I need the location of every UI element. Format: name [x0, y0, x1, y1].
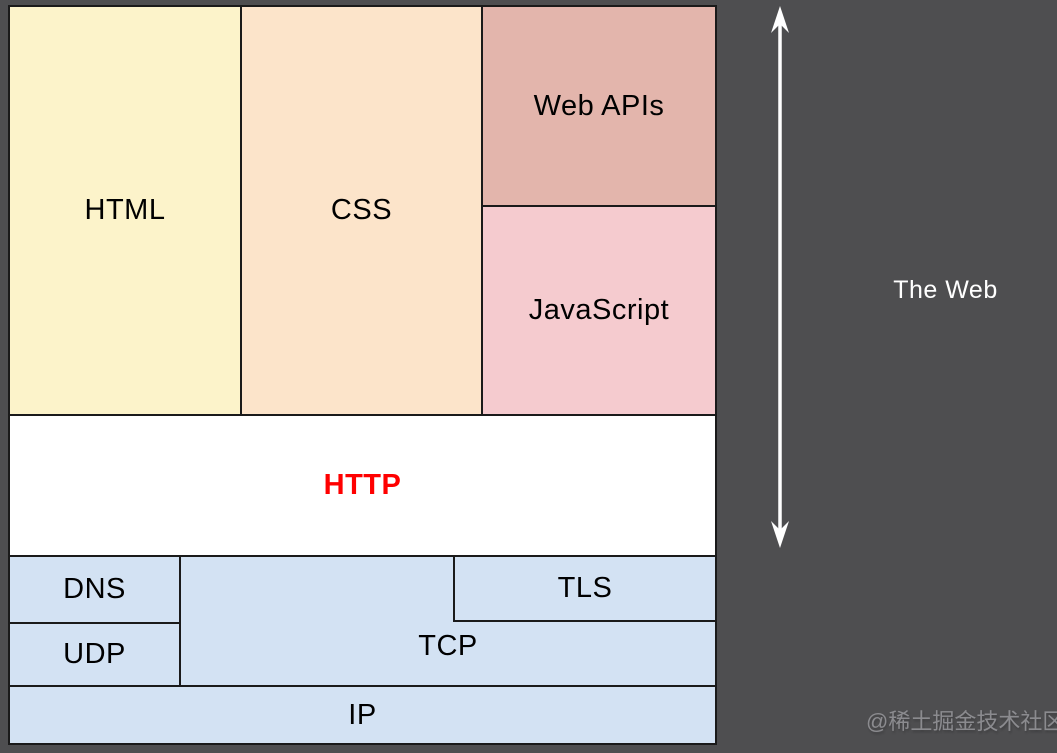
- box-css: CSS: [240, 5, 483, 416]
- box-tls: TLS: [453, 555, 717, 622]
- the-web-annotation: The Web: [893, 276, 998, 304]
- box-web-apis: Web APIs: [481, 5, 717, 207]
- box-dns-label: DNS: [63, 573, 126, 605]
- box-udp-label: UDP: [63, 638, 126, 670]
- box-http-label: HTTP: [323, 469, 402, 501]
- box-dns: DNS: [8, 555, 181, 624]
- box-tls-label: TLS: [557, 572, 613, 604]
- box-html: HTML: [8, 5, 242, 416]
- box-javascript: JavaScript: [481, 205, 717, 416]
- box-ip: IP: [8, 685, 717, 745]
- box-javascript-label: JavaScript: [528, 294, 670, 326]
- box-tcp-label: TCP: [418, 629, 478, 662]
- box-http: HTTP: [8, 414, 717, 557]
- box-web-apis-label: Web APIs: [533, 89, 665, 122]
- box-css-label: CSS: [330, 194, 393, 226]
- box-html-label: HTML: [84, 194, 166, 226]
- double-arrow-icon: [764, 0, 796, 560]
- watermark-text: @稀土掘金技术社区: [866, 709, 1057, 734]
- box-ip-label: IP: [348, 698, 377, 731]
- box-udp: UDP: [8, 622, 181, 687]
